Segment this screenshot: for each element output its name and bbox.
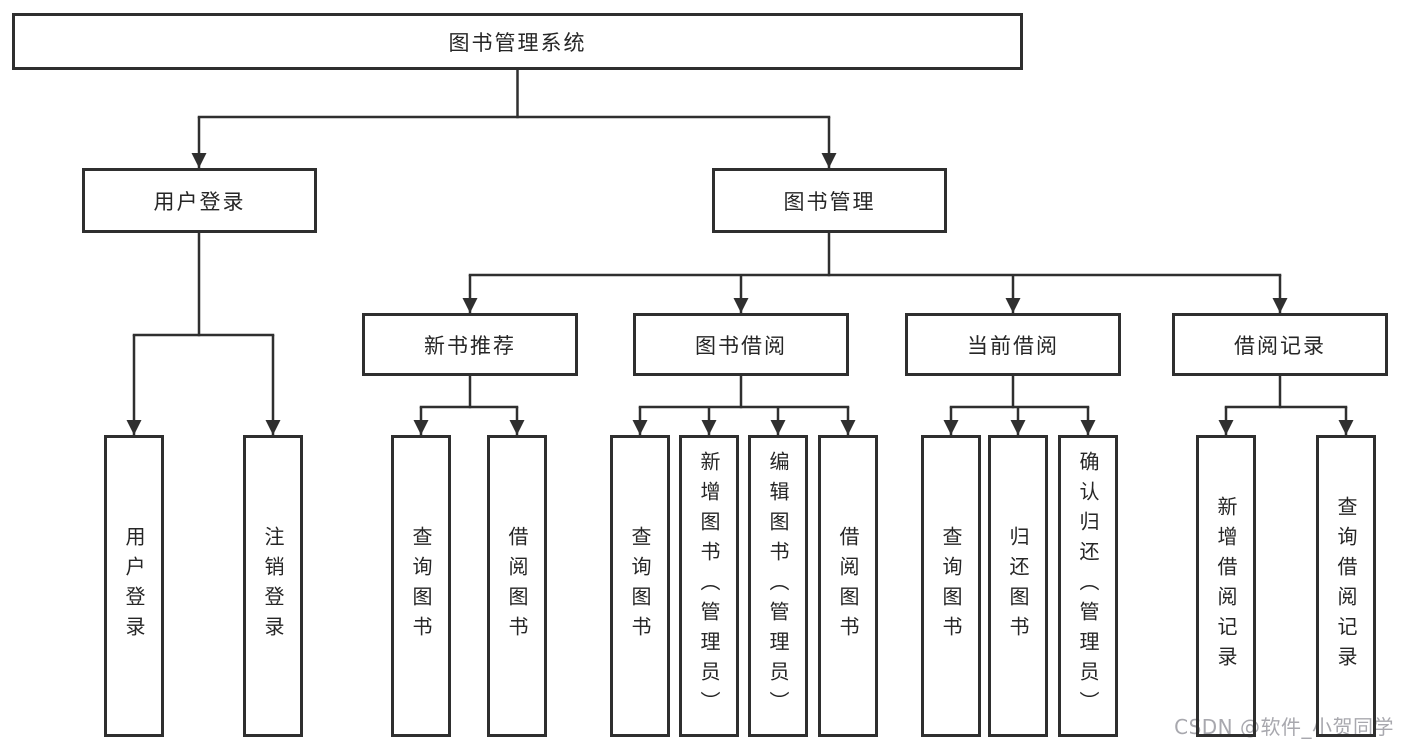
leaf-user-login-label: 用户登录: [122, 526, 146, 646]
leaf-confirm-return-admin-label: 确认归还（管理员）: [1076, 451, 1100, 721]
leaf-add-borrow-record: 新增借阅记录: [1196, 435, 1256, 737]
node-book-borrowing-label: 图书借阅: [695, 333, 787, 358]
node-book-management: 图书管理: [712, 168, 947, 233]
leaf-query-books-borrowing: 查询图书: [610, 435, 670, 737]
leaf-user-login: 用户登录: [104, 435, 164, 737]
leaf-query-books-current: 查询图书: [921, 435, 981, 737]
connector-book-borrowing-branch: [632, 374, 856, 435]
node-new-book-recommendation: 新书推荐: [362, 313, 578, 376]
node-borrowing-records-label: 借阅记录: [1234, 333, 1326, 358]
leaf-query-books-recommendation-label: 查询图书: [409, 526, 433, 646]
leaf-edit-books-admin-label: 编辑图书（管理员）: [766, 451, 790, 721]
node-book-borrowing: 图书借阅: [633, 313, 849, 376]
node-new-book-recommendation-label: 新书推荐: [424, 333, 516, 358]
leaf-add-books-admin: 新增图书（管理员）: [679, 435, 739, 737]
leaf-borrow-books-borrowing: 借阅图书: [818, 435, 878, 737]
node-current-borrowing: 当前借阅: [905, 313, 1121, 376]
connector-root-to-level2: [191, 68, 837, 168]
leaf-query-borrow-record-label: 查询借阅记录: [1334, 496, 1358, 676]
connector-user-login-branch: [126, 231, 281, 435]
node-user-login-label: 用户登录: [153, 189, 246, 214]
leaf-confirm-return-admin: 确认归还（管理员）: [1058, 435, 1118, 737]
leaf-borrow-books-recommendation-label: 借阅图书: [505, 526, 529, 646]
node-book-management-label: 图书管理: [783, 189, 876, 214]
leaf-edit-books-admin: 编辑图书（管理员）: [748, 435, 808, 737]
leaf-return-books-label: 归还图书: [1006, 526, 1030, 646]
leaf-query-borrow-record: 查询借阅记录: [1316, 435, 1376, 737]
connector-borrowing-records-branch: [1218, 374, 1354, 435]
leaf-logout-label: 注销登录: [261, 526, 285, 646]
connector-book-management-branch: [462, 231, 1288, 313]
connector-current-borrowing-branch: [943, 374, 1096, 435]
leaf-borrow-books-recommendation: 借阅图书: [487, 435, 547, 737]
node-root-label: 图书管理系统: [448, 30, 587, 55]
node-current-borrowing-label: 当前借阅: [967, 333, 1059, 358]
leaf-query-books-current-label: 查询图书: [939, 526, 963, 646]
node-borrowing-records: 借阅记录: [1172, 313, 1388, 376]
leaf-add-books-admin-label: 新增图书（管理员）: [697, 451, 721, 721]
leaf-query-books-recommendation: 查询图书: [391, 435, 451, 737]
leaf-add-borrow-record-label: 新增借阅记录: [1214, 496, 1238, 676]
node-root: 图书管理系统: [12, 13, 1023, 70]
leaf-return-books: 归还图书: [988, 435, 1048, 737]
leaf-borrow-books-borrowing-label: 借阅图书: [836, 526, 860, 646]
node-user-login: 用户登录: [82, 168, 317, 233]
leaf-query-books-borrowing-label: 查询图书: [628, 526, 652, 646]
connector-new-book-recommendation-branch: [413, 374, 525, 435]
leaf-logout: 注销登录: [243, 435, 303, 737]
